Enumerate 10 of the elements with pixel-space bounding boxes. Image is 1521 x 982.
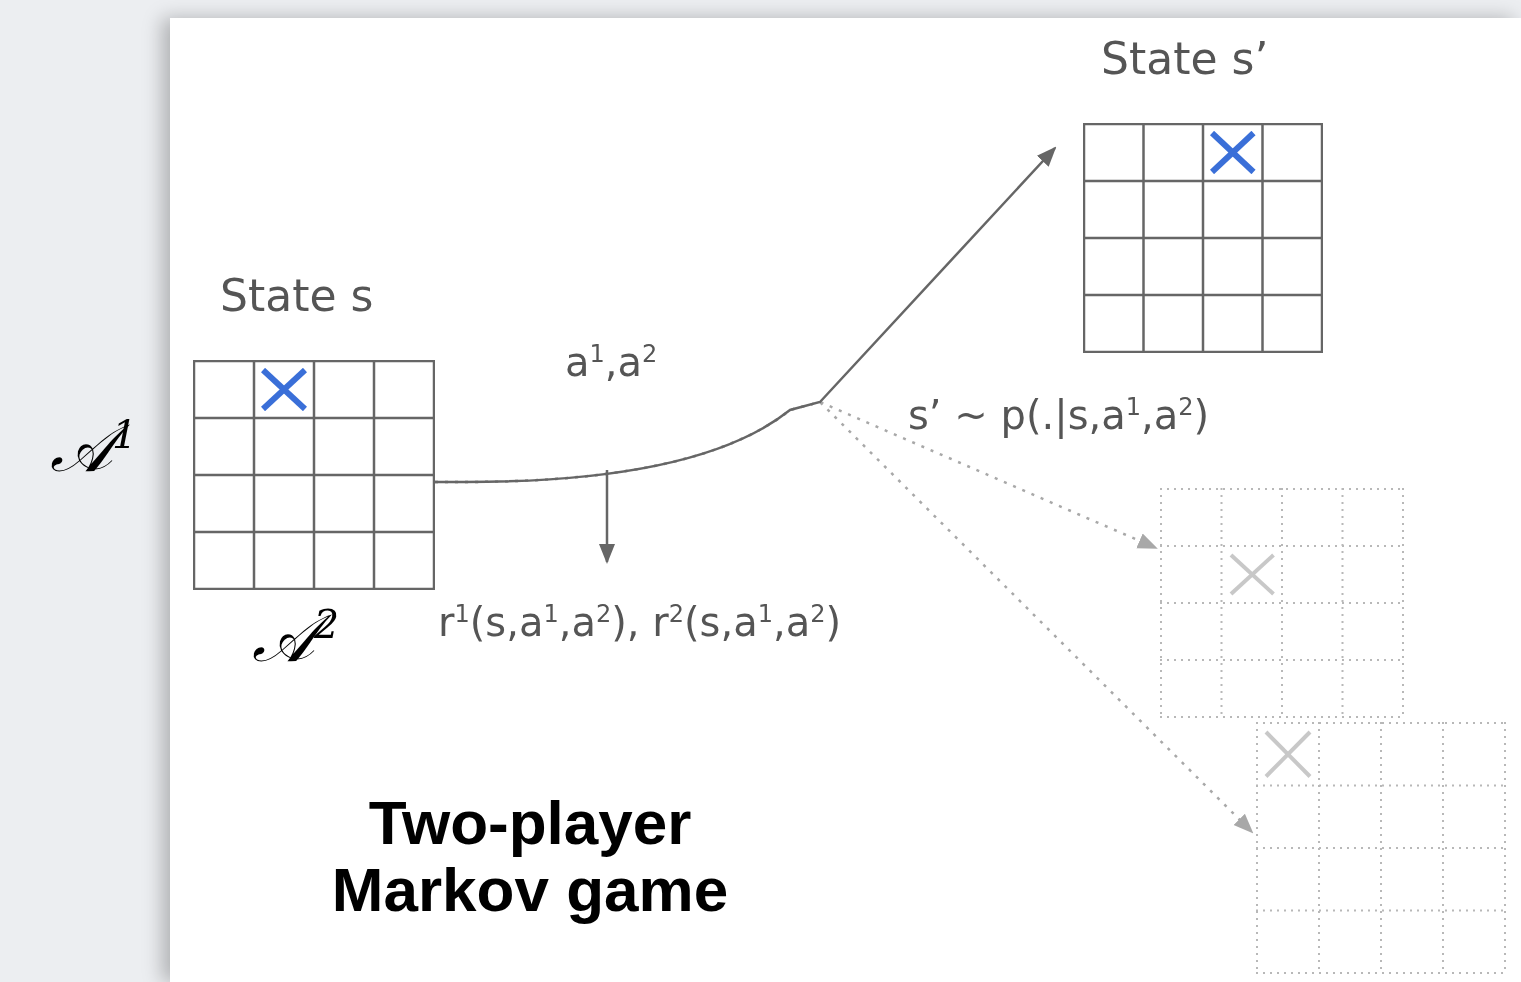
action-set-symbol: 𝒜$^{1}$ xyxy=(50,410,138,488)
state-label: State s xyxy=(220,272,374,321)
state-label: State s’ xyxy=(1101,35,1269,84)
caption: Two-player Markov game xyxy=(330,790,730,924)
action-set-symbol: 𝒜$^{2}$ xyxy=(252,600,340,678)
edge-label: a$^{1}$,a$^{2}$ xyxy=(565,340,658,384)
arrow xyxy=(599,470,615,564)
transition-formula: s’ ~ p(.|s,a$^{1}$,a$^{2}$) xyxy=(908,392,1210,438)
arrow xyxy=(435,146,1057,484)
reward-formula: r$^{1}$(s,a$^{1}$,a$^{2}$), r$^{2}$(s,a$^{1}$,a$^{2}$) xyxy=(438,599,842,645)
